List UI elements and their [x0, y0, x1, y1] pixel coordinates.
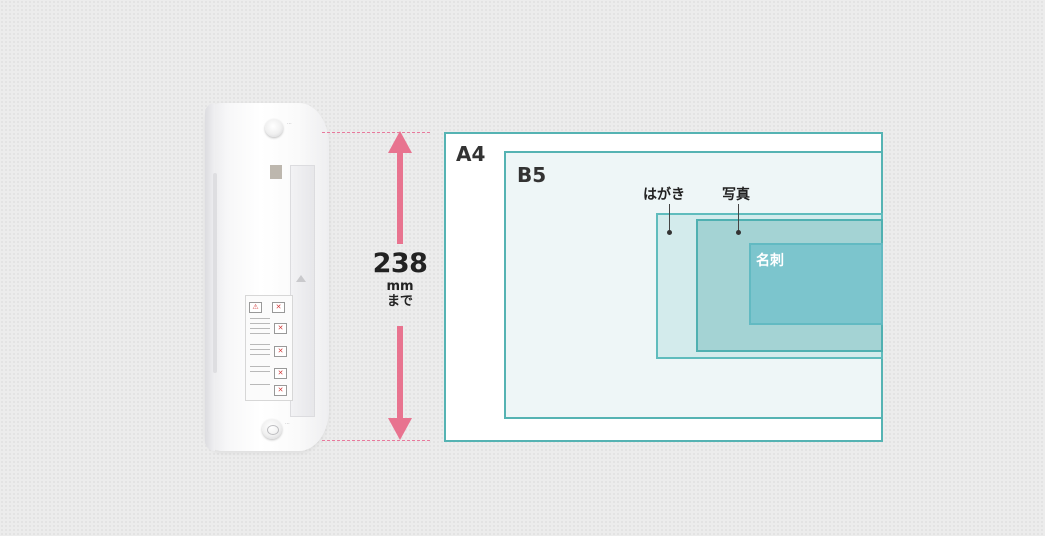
dimension-unit: mm	[386, 279, 414, 294]
knob-label-top: ⋯	[287, 121, 293, 127]
dimension-suffix: まで	[386, 294, 413, 309]
power-knob	[262, 419, 282, 439]
sticker-text-line	[250, 328, 270, 329]
no-child-icon: ✕	[274, 385, 287, 396]
top-knob	[265, 119, 283, 137]
b5-label: B5	[517, 163, 547, 187]
postcard-label: はがき	[643, 187, 685, 203]
sticker-text-line	[250, 371, 270, 372]
shredder-side-edge	[205, 103, 215, 451]
arrow-up-icon	[388, 131, 412, 153]
side-groove	[213, 173, 217, 373]
sticker-text-line	[250, 344, 270, 345]
shredder-image: ⋯ ⚠ ✕ ✕ ✕ ✕ ✕ ⋯	[205, 103, 329, 451]
no-hand-icon: ✕	[274, 323, 287, 334]
no-tie-icon: ✕	[274, 346, 287, 357]
sticker-text-line	[250, 318, 270, 319]
a4-label: A4	[456, 142, 486, 166]
photo-leader-line	[738, 204, 739, 232]
sticker-text-line	[250, 349, 270, 350]
dimension-value: 238	[372, 248, 428, 279]
sticker-text-line	[250, 333, 270, 334]
photo-leader-dot	[736, 230, 741, 235]
sticker-text-line	[250, 323, 270, 324]
business-card-size-box	[749, 243, 883, 325]
warning-sticker: ⚠ ✕ ✕ ✕ ✕ ✕	[245, 295, 293, 401]
dimension-line-upper	[397, 150, 403, 244]
top-guide-line	[322, 132, 430, 133]
power-knob-grip	[267, 425, 279, 435]
postcard-leader-line	[669, 204, 670, 232]
caution-icon: ✕	[272, 302, 285, 313]
sticker-text-line	[250, 384, 270, 385]
logo-mark	[270, 165, 282, 179]
knob-label-bottom: ⋯	[285, 421, 291, 427]
slot-arrow-icon	[296, 275, 306, 282]
warning-icon: ⚠	[249, 302, 262, 313]
dimension-line-lower	[397, 326, 403, 421]
sticker-text-line	[250, 354, 270, 355]
sticker-text-line	[250, 366, 270, 367]
bottom-guide-line	[322, 440, 430, 441]
no-hair-icon: ✕	[274, 368, 287, 379]
business-card-label: 名刺	[756, 253, 784, 269]
photo-label: 写真	[722, 187, 750, 203]
postcard-leader-dot	[667, 230, 672, 235]
arrow-down-icon	[388, 418, 412, 440]
paper-slot	[290, 165, 315, 417]
